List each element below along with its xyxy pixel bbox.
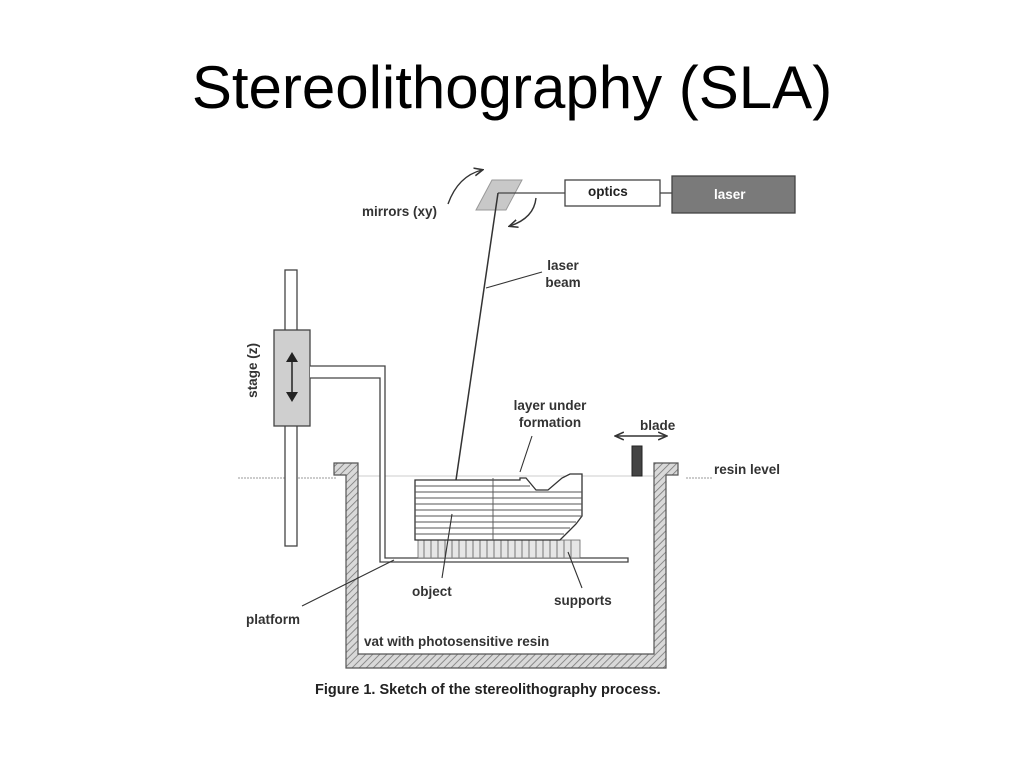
stage-arrow-down [286, 392, 298, 402]
optics-label: optics [588, 184, 628, 199]
platform-label: platform [246, 612, 300, 627]
mirror [475, 179, 523, 211]
blade-label: blade [640, 418, 676, 433]
mirrors-label: mirrors (xy) [362, 204, 438, 219]
optics-box [564, 179, 661, 207]
laser-beam-leader [485, 271, 543, 289]
layer-leader [519, 435, 533, 473]
laser-box [671, 175, 796, 214]
layer-label-line2: formation [518, 414, 582, 430]
support-struts [423, 540, 572, 558]
object-layers [415, 478, 582, 540]
mirror-rotate-arrow-1 [447, 170, 482, 205]
mirror-rotate-arrow-2 [510, 197, 537, 226]
layer-label-line1: layer under [513, 398, 587, 413]
platform-leader [301, 559, 395, 607]
figure-caption: Figure 1. Sketch of the stereolithograph… [315, 682, 661, 698]
laser-beam-label-line2: beam [545, 274, 581, 290]
object [414, 473, 583, 541]
supports-label: supports [554, 593, 612, 608]
laser-label: laser [714, 187, 746, 202]
slide-title: Stereolithography (SLA) [191, 54, 833, 121]
sla-figure: mirrors (xy) optics laser laser beam sta… [230, 160, 810, 720]
supports [417, 539, 581, 559]
blade [631, 445, 643, 477]
sla-diagram [238, 160, 796, 669]
laser-beam-label-line1: laser [547, 258, 579, 273]
vat [333, 462, 679, 669]
vat-label: vat with photosensitive resin [364, 634, 550, 649]
object-label: object [412, 584, 452, 599]
laser-beam [455, 192, 499, 481]
object-leader [441, 513, 453, 579]
stage-label: stage (z) [244, 343, 260, 398]
platform-arm [310, 365, 629, 563]
resin-level-label: resin level [714, 462, 781, 477]
stage-arrow-up [286, 352, 298, 362]
supports-leader [567, 551, 583, 589]
